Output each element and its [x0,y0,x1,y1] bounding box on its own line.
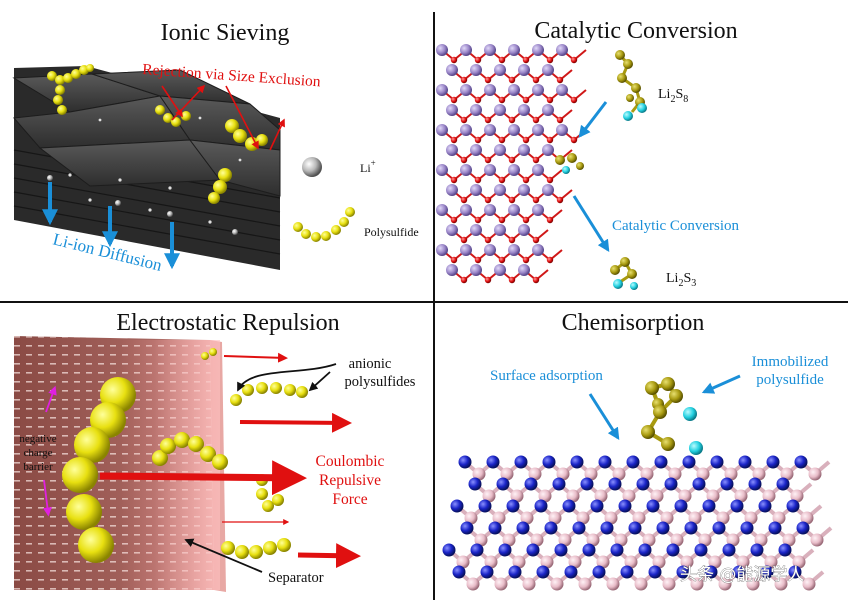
catalyst-crystal-lattice [436,44,587,284]
barrier-label-line3: barrier [23,461,53,473]
watermark: 头条 @能源学人 [680,565,804,585]
anionic-label-line2: polysulfides [345,374,416,390]
panel-catalytic-conversion [436,44,647,290]
pointer-arrows [184,363,337,573]
immobilized-label-line2: polysulfide [756,372,824,388]
substrate-lattice [442,455,833,591]
layered-membrane-illustration [12,66,281,270]
title-catalytic-conversion: Catalytic Conversion [534,18,737,44]
title-chemisorption: Chemisorption [562,310,705,336]
immobilized-label-line1: Immobilized [752,354,829,370]
coulombic-label-line2: Repulsive [319,472,381,489]
li2s3-label: Li2S3 [666,271,696,289]
barrier-label-line1: negative [19,433,56,445]
barrier-arrows [42,385,57,517]
catalytic-arrows [572,101,610,253]
li2s3-molecule [610,257,638,290]
immobilized-polysulfide-molecule [641,377,703,455]
anionic-label-line1: anionic [349,356,392,372]
surface-adsorption-label: Surface adsorption [490,368,603,384]
chemisorption-arrows [588,374,741,441]
coulombic-label-line1: Coulombic [316,453,385,470]
separator-membrane [14,336,226,592]
diffusion-arrows [42,182,180,270]
separator-label: Separator [268,570,324,586]
coulombic-label-line3: Force [332,491,367,508]
barrier-label-line2: charge [23,447,52,459]
large-polysulfide-chain [62,377,136,563]
li2s8-label: Li2S8 [658,87,688,105]
li-ion-legend-icon [302,157,322,177]
panel-ionic-sieving [12,64,355,270]
polysulfide-chains-on-membrane [47,64,268,204]
adsorbed-cluster [555,153,584,174]
li2s8-molecule [615,50,647,121]
title-electrostatic-repulsion: Electrostatic Repulsion [116,310,339,336]
li-ion-legend-label: Li+ [360,158,376,175]
polysulfide-legend-label: Polysulfide [364,225,419,239]
catalytic-conversion-label: Catalytic Conversion [612,218,740,234]
repulsion-arrows [99,352,361,569]
rejection-arrows [161,84,285,151]
polysulfide-legend-icon [293,207,355,242]
panel-electrostatic-repulsion [14,336,361,592]
title-ionic-sieving: Ionic Sieving [161,20,290,46]
panel-chemisorption [442,374,833,591]
